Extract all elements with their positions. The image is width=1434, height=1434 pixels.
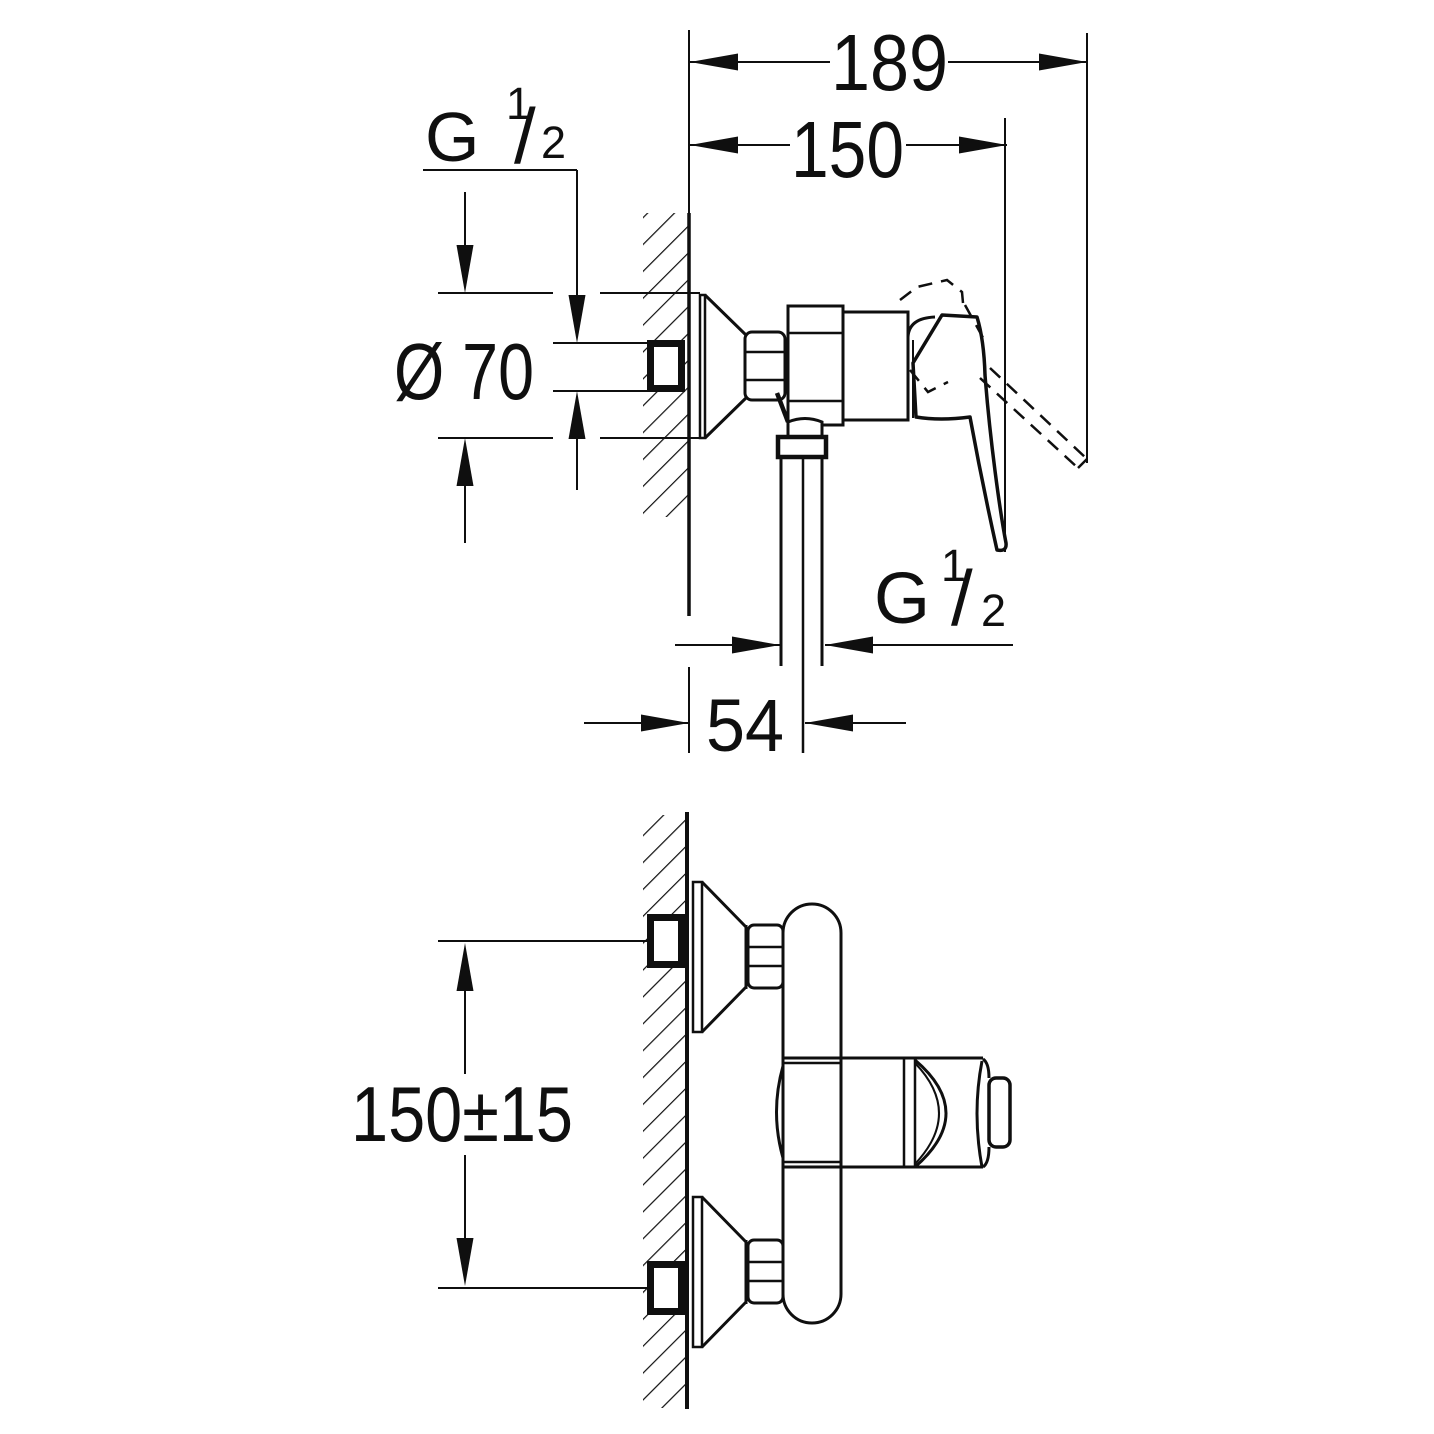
escutcheon-front-bottom bbox=[691, 1195, 748, 1349]
thread-inlet-prefix: G bbox=[425, 98, 479, 176]
thread-outlet-slash: / bbox=[951, 554, 973, 642]
dimension-150: 150 bbox=[690, 105, 1007, 552]
front-view: 150±15 bbox=[351, 812, 1012, 1409]
side-view: 189 150 G 1 / 2 bbox=[394, 18, 1088, 767]
dimension-54: 54 bbox=[584, 684, 906, 767]
supply-square-bottom bbox=[647, 1261, 685, 1315]
lever-handle bbox=[911, 313, 1008, 553]
escutcheon-side bbox=[698, 293, 749, 440]
supply-square-top bbox=[647, 914, 685, 968]
dim-escutcheon-diameter: Ø 70 bbox=[394, 327, 534, 416]
hex-nut-front-top bbox=[746, 923, 785, 990]
dim-handle-depth: 150 bbox=[791, 105, 904, 194]
dim-connection-spacing: 150±15 bbox=[351, 1070, 573, 1158]
valve-body bbox=[786, 304, 936, 427]
thread-inlet-slash: / bbox=[514, 92, 536, 180]
dimension-150-tolerance: 150±15 bbox=[351, 940, 648, 1289]
thread-label-outlet: G 1 / 2 bbox=[675, 540, 1013, 654]
mixer-body-front bbox=[775, 902, 983, 1325]
dim-total-depth: 189 bbox=[831, 18, 948, 107]
thread-inlet-denominator: 2 bbox=[541, 117, 566, 168]
handle-knob-front bbox=[902, 1057, 1012, 1169]
dim-wall-to-hose: 54 bbox=[706, 684, 784, 767]
dimension-189: 189 bbox=[690, 18, 1088, 463]
thread-label-inlet: G 1 / 2 bbox=[423, 78, 648, 490]
thread-outlet-numerator: 1 bbox=[941, 540, 966, 591]
thread-outlet-denominator: 2 bbox=[981, 585, 1006, 636]
shower-hose-outlet bbox=[774, 392, 829, 753]
hex-nut-front-bottom bbox=[746, 1238, 785, 1305]
escutcheon-front-top bbox=[691, 880, 748, 1034]
hose-nut bbox=[775, 434, 829, 460]
thread-outlet-prefix: G bbox=[874, 559, 930, 639]
dimension-diameter-70: Ø 70 bbox=[394, 192, 700, 543]
supply-square-side bbox=[647, 340, 685, 392]
wall-hatch-front bbox=[643, 815, 687, 1408]
wall-section-front bbox=[643, 812, 689, 1409]
thread-inlet-numerator: 1 bbox=[506, 78, 531, 129]
hex-nut-side bbox=[743, 330, 787, 402]
lever-handle-open-dashed bbox=[899, 278, 1088, 469]
